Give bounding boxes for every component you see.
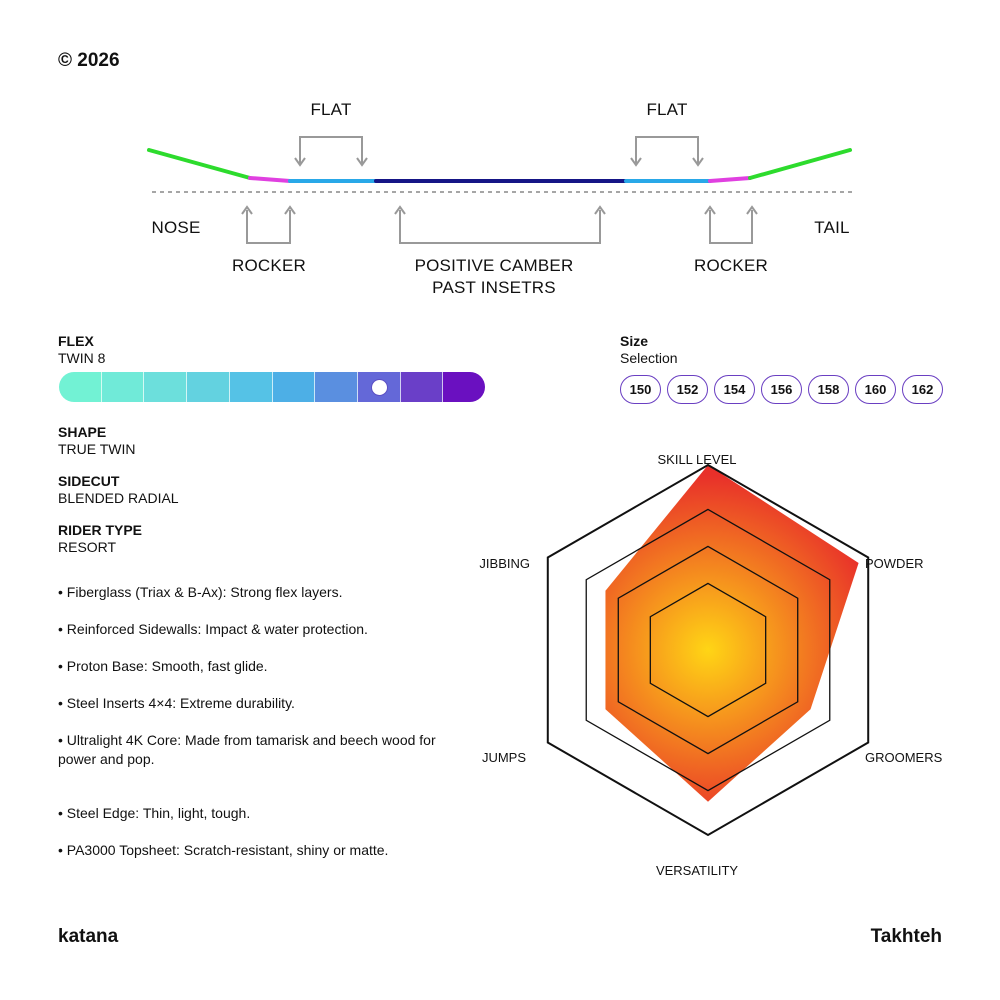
rocker-right-label: ROCKER bbox=[694, 256, 768, 275]
arrow-down-icon bbox=[692, 157, 704, 167]
radar-label-skill-level: SKILL LEVEL bbox=[657, 452, 737, 467]
flex-value: TWIN 8 bbox=[58, 350, 106, 366]
flat-right-bracket bbox=[635, 136, 699, 163]
size-options: 150 152 154 156 158 160 162 bbox=[620, 375, 943, 404]
rider-type-heading: RIDER TYPE bbox=[58, 522, 143, 538]
flex-segment bbox=[357, 372, 401, 402]
brand-takhteh: Takhteh bbox=[870, 926, 942, 947]
flat-right-label: FLAT bbox=[646, 100, 688, 119]
radar-label-jibbing: JIBBING bbox=[479, 556, 530, 571]
camber-label-line2: PAST INSETRS bbox=[432, 278, 556, 297]
radar-grid-ring bbox=[546, 463, 870, 837]
radar-label-powder: POWDER bbox=[865, 556, 924, 571]
flex-indicator-dot bbox=[370, 379, 388, 396]
shape-value: TRUE TWIN bbox=[58, 441, 136, 457]
feature-item: • Steel Edge: Thin, light, tough. bbox=[58, 805, 251, 821]
flat-left-label: FLAT bbox=[310, 100, 352, 119]
nose-label: NOSE bbox=[151, 218, 201, 237]
shape-heading: SHAPE bbox=[58, 424, 107, 440]
arrow-up-icon bbox=[594, 205, 606, 215]
flex-segment bbox=[400, 372, 444, 402]
radar-label-versatility: VERSATILITY bbox=[655, 863, 739, 878]
flex-segment bbox=[187, 372, 230, 402]
size-option-152[interactable]: 152 bbox=[667, 375, 708, 404]
size-option-162[interactable]: 162 bbox=[902, 375, 943, 404]
feature-item: • Ultralight 4K Core: Made from tamarisk… bbox=[58, 732, 436, 767]
flex-segment bbox=[101, 372, 145, 402]
feature-item: • PA3000 Topsheet: Scratch-resistant, sh… bbox=[58, 842, 389, 858]
feature-item: • Proton Base: Smooth, fast glide. bbox=[58, 658, 268, 674]
radar-label-groomers: GROOMERS bbox=[865, 750, 943, 765]
brand-katana: katana bbox=[58, 926, 119, 947]
feature-item: • Fiberglass (Triax & B-Ax): Strong flex… bbox=[58, 584, 343, 600]
size-option-160[interactable]: 160 bbox=[855, 375, 896, 404]
radar-grid bbox=[546, 463, 870, 837]
arrow-up-icon bbox=[746, 205, 758, 215]
size-option-158[interactable]: 158 bbox=[808, 375, 849, 404]
bracket-arrows bbox=[246, 136, 753, 244]
nose-rocker-segment bbox=[248, 176, 292, 183]
radar-data-area bbox=[605, 465, 859, 802]
board-profile-diagram bbox=[147, 136, 852, 244]
feature-item: • Reinforced Sidewalls: Impact & water p… bbox=[58, 621, 368, 637]
size-option-156[interactable]: 156 bbox=[761, 375, 802, 404]
rocker-left-label: ROCKER bbox=[232, 256, 306, 275]
feature-item: • Steel Inserts 4×4: Extreme durability. bbox=[58, 695, 295, 711]
size-heading: Size bbox=[620, 333, 649, 349]
arrow-up-icon bbox=[394, 205, 406, 215]
tail-tip-segment bbox=[748, 148, 852, 180]
flex-segment bbox=[272, 372, 316, 402]
flex-segment bbox=[443, 372, 485, 402]
tail-rocker-segment bbox=[708, 176, 752, 183]
radar-grid-ring bbox=[617, 545, 799, 755]
copyright-text: © 2026 bbox=[58, 50, 120, 71]
camber-bracket bbox=[399, 210, 601, 244]
flex-segment bbox=[59, 372, 102, 402]
size-option-154[interactable]: 154 bbox=[714, 375, 755, 404]
sidecut-value: BLENDED RADIAL bbox=[58, 490, 179, 506]
size-option-150[interactable]: 150 bbox=[620, 375, 661, 404]
arrow-down-icon bbox=[356, 157, 368, 167]
radar-label-jumps: JUMPS bbox=[481, 750, 526, 765]
rocker-right-bracket bbox=[709, 210, 753, 244]
arrow-heads bbox=[241, 157, 758, 215]
tail-label: TAIL bbox=[814, 218, 850, 237]
arrow-up-icon bbox=[241, 205, 253, 215]
flex-segment bbox=[144, 372, 188, 402]
rocker-left-bracket bbox=[246, 210, 291, 244]
arrow-up-icon bbox=[284, 205, 296, 215]
size-subheading: Selection bbox=[620, 350, 678, 366]
flex-heading: FLEX bbox=[58, 333, 94, 349]
rider-type-value: RESORT bbox=[58, 539, 117, 555]
arrow-down-icon bbox=[630, 157, 642, 167]
flat-left-bracket bbox=[299, 136, 363, 163]
flex-segment bbox=[229, 372, 273, 402]
flex-segment bbox=[315, 372, 358, 402]
arrow-up-icon bbox=[704, 205, 716, 215]
sidecut-heading: SIDECUT bbox=[58, 473, 120, 489]
camber-label-line1: POSITIVE CAMBER bbox=[414, 256, 574, 275]
radar-chart bbox=[546, 463, 870, 837]
radar-grid-ring bbox=[585, 508, 831, 792]
nose-tip-segment bbox=[147, 148, 252, 180]
arrow-down-icon bbox=[294, 157, 306, 167]
radar-grid-ring bbox=[649, 582, 767, 718]
flex-rating-bar bbox=[59, 372, 485, 402]
profile-line bbox=[147, 148, 852, 183]
